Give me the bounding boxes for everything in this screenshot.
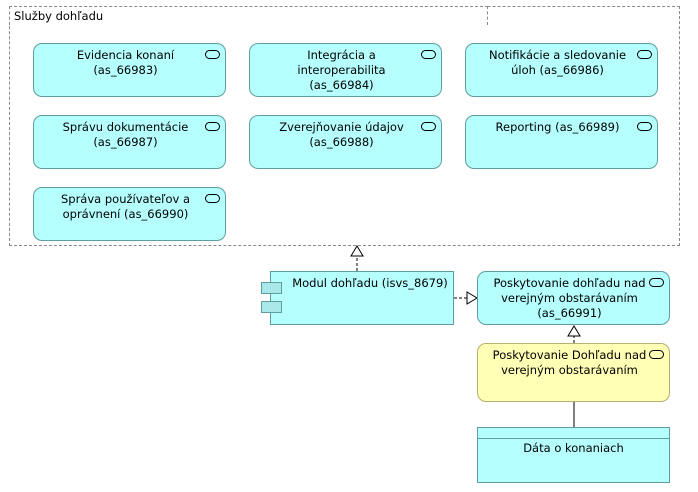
service-icon xyxy=(205,194,220,203)
service-integracia[interactable]: Integrácia a interoperabilita (as_66984) xyxy=(249,43,442,97)
data-object-label: Dáta o konaniach xyxy=(523,441,624,455)
service-icon xyxy=(421,122,436,131)
service-icon xyxy=(649,350,664,359)
service-icon xyxy=(205,50,220,59)
service-label: Poskytovanie Dohľadu nad verejným obstar… xyxy=(492,348,647,377)
service-label: Evidencia konaní (as_66983) xyxy=(76,48,175,77)
component-tab-icon xyxy=(261,301,282,313)
service-label: Zverejňovanie údajov (as_66988) xyxy=(279,120,404,149)
data-object[interactable]: Dáta o konaniach xyxy=(477,427,670,483)
service-icon xyxy=(649,278,664,287)
service-label: Integrácia a interoperabilita (as_66984) xyxy=(297,48,386,92)
service-icon xyxy=(421,50,436,59)
group-title: Služby dohľadu xyxy=(14,9,104,23)
component-label: Modul dohľadu (isvs_8679) xyxy=(292,276,448,290)
service-sprava-pouzivatelov[interactable]: Správa používateľov a oprávnení (as_6699… xyxy=(33,187,226,241)
service-reporting[interactable]: Reporting (as_66989) xyxy=(465,115,658,169)
realization-arrowhead-yellow xyxy=(567,325,581,337)
service-label: Správu dokumentácie (as_66987) xyxy=(62,120,189,149)
service-icon xyxy=(205,122,220,131)
service-label: Reporting (as_66989) xyxy=(495,120,620,134)
service-label: Poskytovanie dohľadu nad verejným obstar… xyxy=(493,276,646,320)
data-object-header xyxy=(478,428,669,439)
service-icon xyxy=(637,50,652,59)
service-poskytovanie-dohladu[interactable]: Poskytovanie dohľadu nad verejným obstar… xyxy=(477,271,670,325)
service-label: Notifikácie a sledovanie úloh (as_66986) xyxy=(488,48,627,77)
service-evidencia-konani[interactable]: Evidencia konaní (as_66983) xyxy=(33,43,226,97)
realization-arrowhead-service xyxy=(466,291,478,305)
component-tab-icon xyxy=(261,282,282,294)
service-icon xyxy=(637,122,652,131)
service-spravu-dokumentacie[interactable]: Správu dokumentácie (as_66987) xyxy=(33,115,226,169)
business-service-poskytovanie[interactable]: Poskytovanie Dohľadu nad verejným obstar… xyxy=(477,343,670,402)
service-notifikacie[interactable]: Notifikácie a sledovanie úloh (as_66986) xyxy=(465,43,658,97)
application-component[interactable]: Modul dohľadu (isvs_8679) xyxy=(270,271,454,325)
service-zverejnovanie[interactable]: Zverejňovanie údajov (as_66988) xyxy=(249,115,442,169)
realization-arrowhead-group xyxy=(350,245,364,257)
service-label: Správa používateľov a oprávnení (as_6699… xyxy=(60,192,191,221)
services-group-tab xyxy=(9,6,488,25)
